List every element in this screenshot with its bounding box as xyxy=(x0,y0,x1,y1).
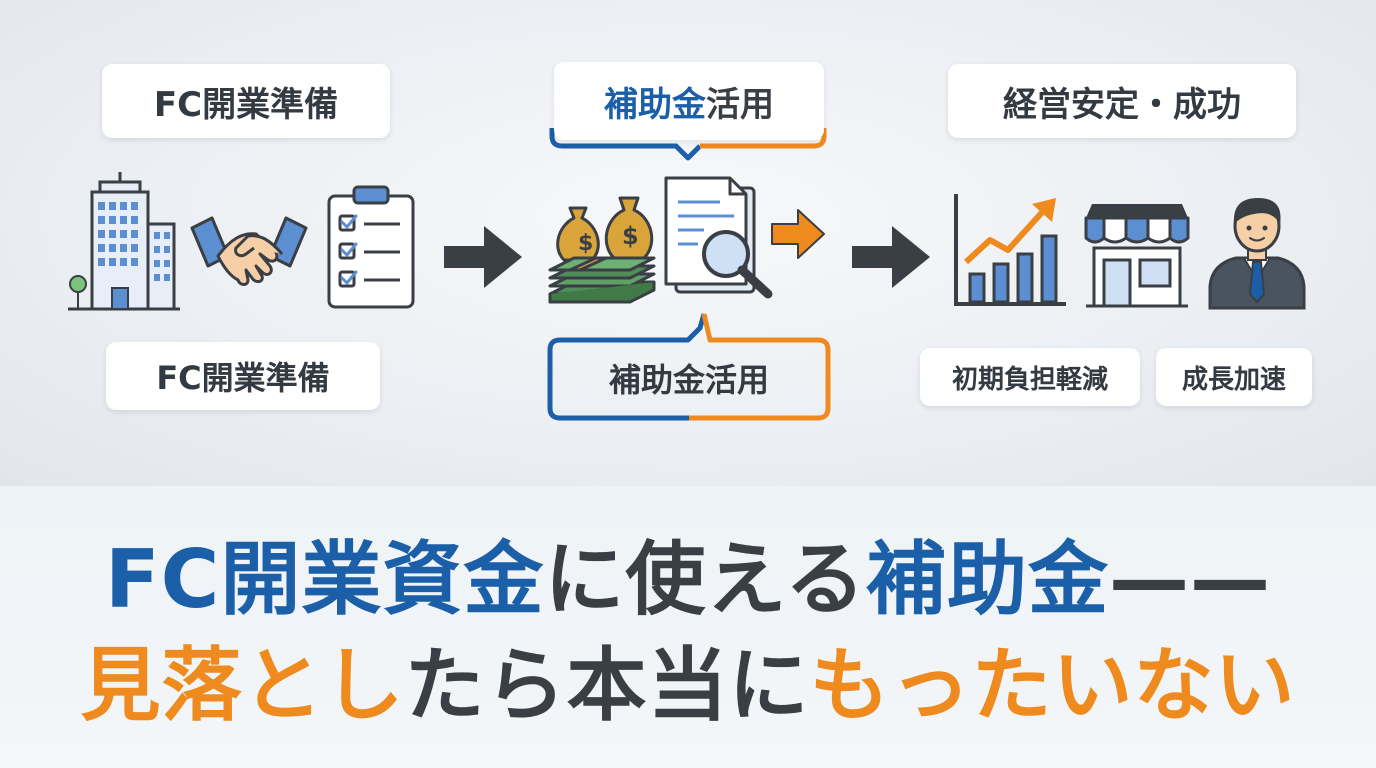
headline-subsidy: 補助金 xyxy=(865,533,1109,626)
success-tag-initial-burden: 初期負担軽減 xyxy=(920,348,1140,406)
businessman-avatar-icon xyxy=(1208,198,1306,310)
headline-line-1: FC開業資金に使える補助金—— xyxy=(0,530,1376,630)
checklist-clipboard-icon xyxy=(327,185,415,309)
office-building-icon xyxy=(68,172,180,311)
headline-overlook: 見落とし xyxy=(80,639,405,732)
stage-prep-title: FC開業準備 xyxy=(102,64,390,138)
growth-chart-icon xyxy=(954,194,1066,306)
svg-text:$: $ xyxy=(622,222,639,250)
flow-arrow-icon xyxy=(444,226,522,288)
orange-arrow-icon xyxy=(771,209,825,259)
document-magnifier-icon xyxy=(664,176,773,299)
subsidy-title-word: 補助金 xyxy=(604,84,706,125)
headline-area xyxy=(0,486,1376,768)
storefront-icon xyxy=(1084,204,1190,308)
headline-really: たら本当に xyxy=(404,639,810,732)
headline-dash: —— xyxy=(1108,533,1271,626)
subsidy-caption-bubble-outline xyxy=(547,313,831,421)
flow-arrow-icon xyxy=(852,226,930,288)
headline-fc-funds: FC開業資金 xyxy=(105,533,545,626)
headline-usable-for: に使える xyxy=(544,533,866,626)
use-title-word: 活用 xyxy=(706,84,774,125)
money-bags-icon: $ $ xyxy=(548,196,656,304)
stage-prep-caption: FC開業準備 xyxy=(106,342,380,410)
stage-subsidy-caption: 補助金活用 xyxy=(608,361,769,399)
stage-subsidy-title: 補助金活用 xyxy=(554,62,824,140)
stage-success-title: 経営安定・成功 xyxy=(948,64,1296,138)
subsidy-bubble-outline xyxy=(549,128,827,161)
headline-line-2: 見落としたら本当にもったいない xyxy=(0,636,1376,736)
svg-text:$: $ xyxy=(578,231,593,256)
success-tag-growth: 成長加速 xyxy=(1156,348,1312,406)
headline-wasteful: もったいない xyxy=(809,639,1296,732)
handshake-icon xyxy=(190,216,308,286)
